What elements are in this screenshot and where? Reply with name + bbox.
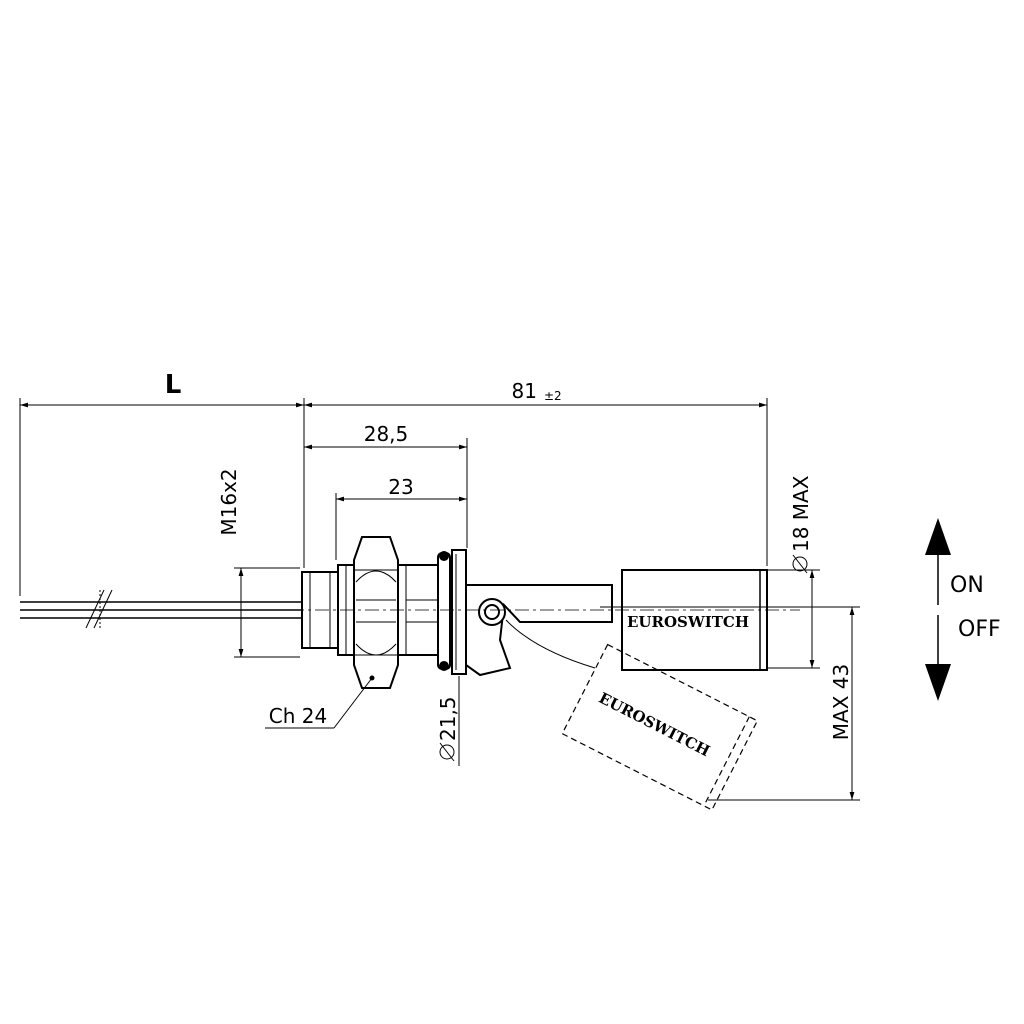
dim-thread-label: M16x2 xyxy=(217,468,241,535)
dim-dia-21-5-label: 21,5 xyxy=(436,696,460,741)
state-on-label: ON xyxy=(950,573,984,598)
dim-max-43-label: MAX 43 xyxy=(829,664,853,740)
brand-logo-lower: EUROSWITCH xyxy=(596,689,713,760)
dim-81-tolerance: ±2 xyxy=(544,389,562,403)
hex-leader: Ch 24 xyxy=(265,675,375,729)
arrow-up-icon xyxy=(925,518,951,555)
dim-dia-18: 18 MAX xyxy=(789,475,813,574)
dim-dia-18-label: 18 MAX xyxy=(789,475,813,552)
dim-23-label: 23 xyxy=(388,475,413,499)
float-upper: EUROSWITCH xyxy=(621,569,768,671)
switch-state-indicator: ON OFF xyxy=(925,518,1001,701)
dim-dia-21-5: 21,5 xyxy=(436,696,460,762)
dim-L-label: L xyxy=(165,370,182,400)
extension-lines xyxy=(19,398,860,801)
dim-hex-label: Ch 24 xyxy=(269,704,327,728)
state-off-label: OFF xyxy=(958,617,1001,642)
arrow-down-icon xyxy=(925,664,951,701)
cable xyxy=(20,589,302,629)
dim-81-label: 81 xyxy=(512,379,537,403)
dim-28-5-label: 28,5 xyxy=(364,422,409,446)
brand-logo-upper: EUROSWITCH xyxy=(627,613,749,631)
switch-body xyxy=(301,536,613,689)
